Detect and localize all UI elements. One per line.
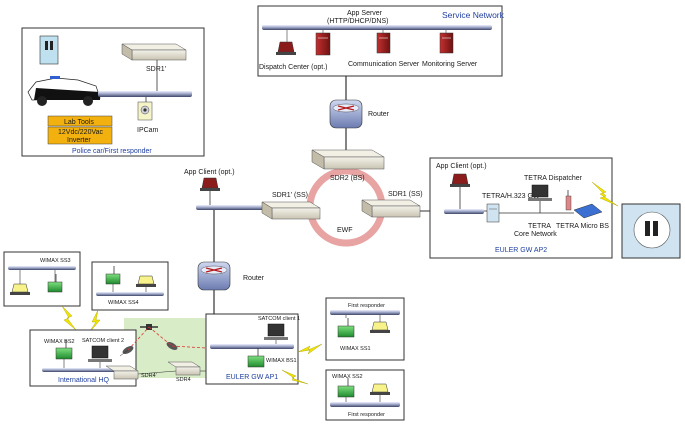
ipcam-icon xyxy=(137,101,153,121)
monitoring-server-tower-icon xyxy=(439,32,454,54)
satlink-ap1 xyxy=(171,345,207,349)
first-responder-1-title: First responder xyxy=(348,303,385,309)
satcom-client2-label: SATCOM client 2 xyxy=(82,338,124,344)
sdr4-prime-device xyxy=(105,365,139,380)
app-client-ap2-label: App Client (opt.) xyxy=(436,163,487,170)
wimax-ss1-label: WIMAX SS1 xyxy=(340,346,371,352)
wimax-bs1-antenna-icon xyxy=(247,348,265,368)
first-responder-2-bus xyxy=(330,402,400,407)
sdr4-prime-label: SDR4' xyxy=(141,373,157,379)
lightning-ss2-icon xyxy=(281,369,309,385)
dispatch-center-laptop-icon xyxy=(276,41,296,55)
ewf-label: EWF xyxy=(337,227,353,234)
wimax-bs2-label: WIMAX BS2 xyxy=(44,339,75,345)
international-hq-box: WIMAX BS2 SATCOM client 2 International … xyxy=(29,329,137,387)
lightning-tetra-icon xyxy=(591,181,619,207)
dispatch-center-label: Dispatch Center (opt.) xyxy=(259,64,327,71)
service-network-title: Service Network xyxy=(442,10,505,20)
first-responder-2-box: WIMAX SS2 First responder xyxy=(325,369,405,421)
wimax-ss4-box: WIMAX SS4 xyxy=(91,261,169,311)
link-sdr4 xyxy=(137,370,177,375)
router-top xyxy=(329,99,363,129)
euler-gw-ap1-bus xyxy=(210,344,294,349)
app-client-left-label: App Client (opt.) xyxy=(184,169,235,176)
router-top-label: Router xyxy=(368,111,390,118)
ap2-bus xyxy=(444,209,484,214)
first-responder-1-bus xyxy=(330,310,400,315)
wimax-ss3-laptop-icon xyxy=(10,283,30,295)
international-hq-title: International HQ xyxy=(58,377,110,384)
app-client-left-laptop-icon xyxy=(200,177,220,191)
euler-gw-ap2-box: App Client (opt.) TETRA/H.323 GW TETRA D… xyxy=(429,157,613,259)
app-server-tower-icon xyxy=(315,32,331,56)
wimax-ss4-laptop-icon xyxy=(136,275,156,287)
euler-gw-ap1-title: EULER GW AP1 xyxy=(226,374,278,381)
cellphone-icon xyxy=(39,35,59,65)
service-network-box: Service Network App Server (HTTP/DHCP/DN… xyxy=(257,5,505,77)
police-car-icon xyxy=(27,76,101,106)
satcom-client2-pc-icon xyxy=(88,345,112,362)
tetra-core-line1: TETRA xyxy=(528,223,551,230)
communication-server-label: Communication Server xyxy=(348,61,420,68)
wimax-ss1-antenna-icon xyxy=(337,318,355,338)
lightning-ss1-icon xyxy=(297,343,323,355)
wimax-ss3-box: WIMAX SS3 xyxy=(3,251,81,307)
inverter-line1: 12Vdc/220Vac xyxy=(58,129,104,136)
tetra-terminal-box xyxy=(621,203,681,259)
first-responder-1-box: First responder WIMAX SS1 xyxy=(325,297,405,361)
router-left-label: Router xyxy=(243,275,265,282)
sdr2-bs-label: SDR2 (BS) xyxy=(330,175,365,182)
satcom-client1-pc-icon xyxy=(264,323,288,340)
app-server-label: App Server xyxy=(347,10,383,17)
tetra-gw-label: TETRA/H.323 GW xyxy=(482,193,540,200)
sdr4-label: SDR4 xyxy=(176,377,191,383)
satlink-left xyxy=(127,326,150,351)
euler-gw-ap2-title: EULER GW AP2 xyxy=(495,247,547,254)
sdr1-prime-ss-label: SDR1' (SS) xyxy=(272,192,308,199)
tetra-dispatcher-label: TETRA Dispatcher xyxy=(524,175,583,182)
first-responder-1-laptop-icon xyxy=(370,321,390,333)
wimax-ss2-label: WIMAX SS2 xyxy=(332,374,363,380)
lab-tools-box xyxy=(47,115,113,127)
sdr1-prime-ss-device xyxy=(261,201,321,220)
wimax-ss4-bus xyxy=(96,292,164,296)
wimax-ss3-label: WIMAX SS3 xyxy=(40,258,71,264)
first-responder-2-title: First responder xyxy=(348,412,385,418)
wimax-ss4-label: WIMAX SS4 xyxy=(108,300,139,306)
wimax-ss3-bus xyxy=(8,266,76,270)
tetra-dispatcher-pc-icon xyxy=(528,184,552,201)
app-server-protocols: (HTTP/DHCP/DNS) xyxy=(327,18,388,25)
wimax-bs1-label: WIMAX BS1 xyxy=(266,358,297,364)
sdr2-bs-device xyxy=(311,149,385,170)
sdr1-prime-police-label: SDR1' xyxy=(146,66,166,73)
police-car-title: Police car/First responder xyxy=(72,148,152,155)
sdr1-ss-label: SDR1 (SS) xyxy=(388,191,423,198)
police-car-bus xyxy=(98,91,192,97)
service-network-bus xyxy=(262,25,492,30)
router-left xyxy=(197,261,231,291)
tetra-handheld-icon xyxy=(645,221,658,236)
sdr1-ss-device xyxy=(361,199,421,218)
app-client-ap2-laptop-icon xyxy=(450,173,470,187)
tetra-core-line2: Core Network xyxy=(514,231,557,238)
satcom-client1-label: SATCOM client 1 xyxy=(258,316,300,322)
first-responder-2-laptop-icon xyxy=(370,383,390,395)
monitoring-server-label: Monitoring Server xyxy=(422,61,478,68)
sdr4-device xyxy=(167,361,201,376)
lightning-ss3-icon xyxy=(61,305,77,331)
inverter-line2: Inverter xyxy=(67,137,91,144)
inverter-box xyxy=(47,126,113,145)
sdr1-prime-police-device xyxy=(121,43,187,61)
sdr1-prime-ss-bus xyxy=(196,205,266,210)
tetra-micro-bs-icon xyxy=(565,190,603,219)
communication-server-tower-icon xyxy=(376,32,391,54)
tetra-gw-server-icon xyxy=(486,203,500,223)
tetra-micro-bs-label: TETRA Micro BS xyxy=(556,223,609,230)
police-car-box: SDR1' IPCam Lab Tools 12Vdc/220Vac Inver… xyxy=(21,27,205,157)
international-hq-bus xyxy=(42,368,132,372)
ipcam-label: IPCam xyxy=(137,127,159,134)
lab-tools-label: Lab Tools xyxy=(64,119,94,126)
euler-gw-ap1-box: SATCOM client 1 WIMAX BS1 EULER GW AP1 xyxy=(205,313,300,385)
